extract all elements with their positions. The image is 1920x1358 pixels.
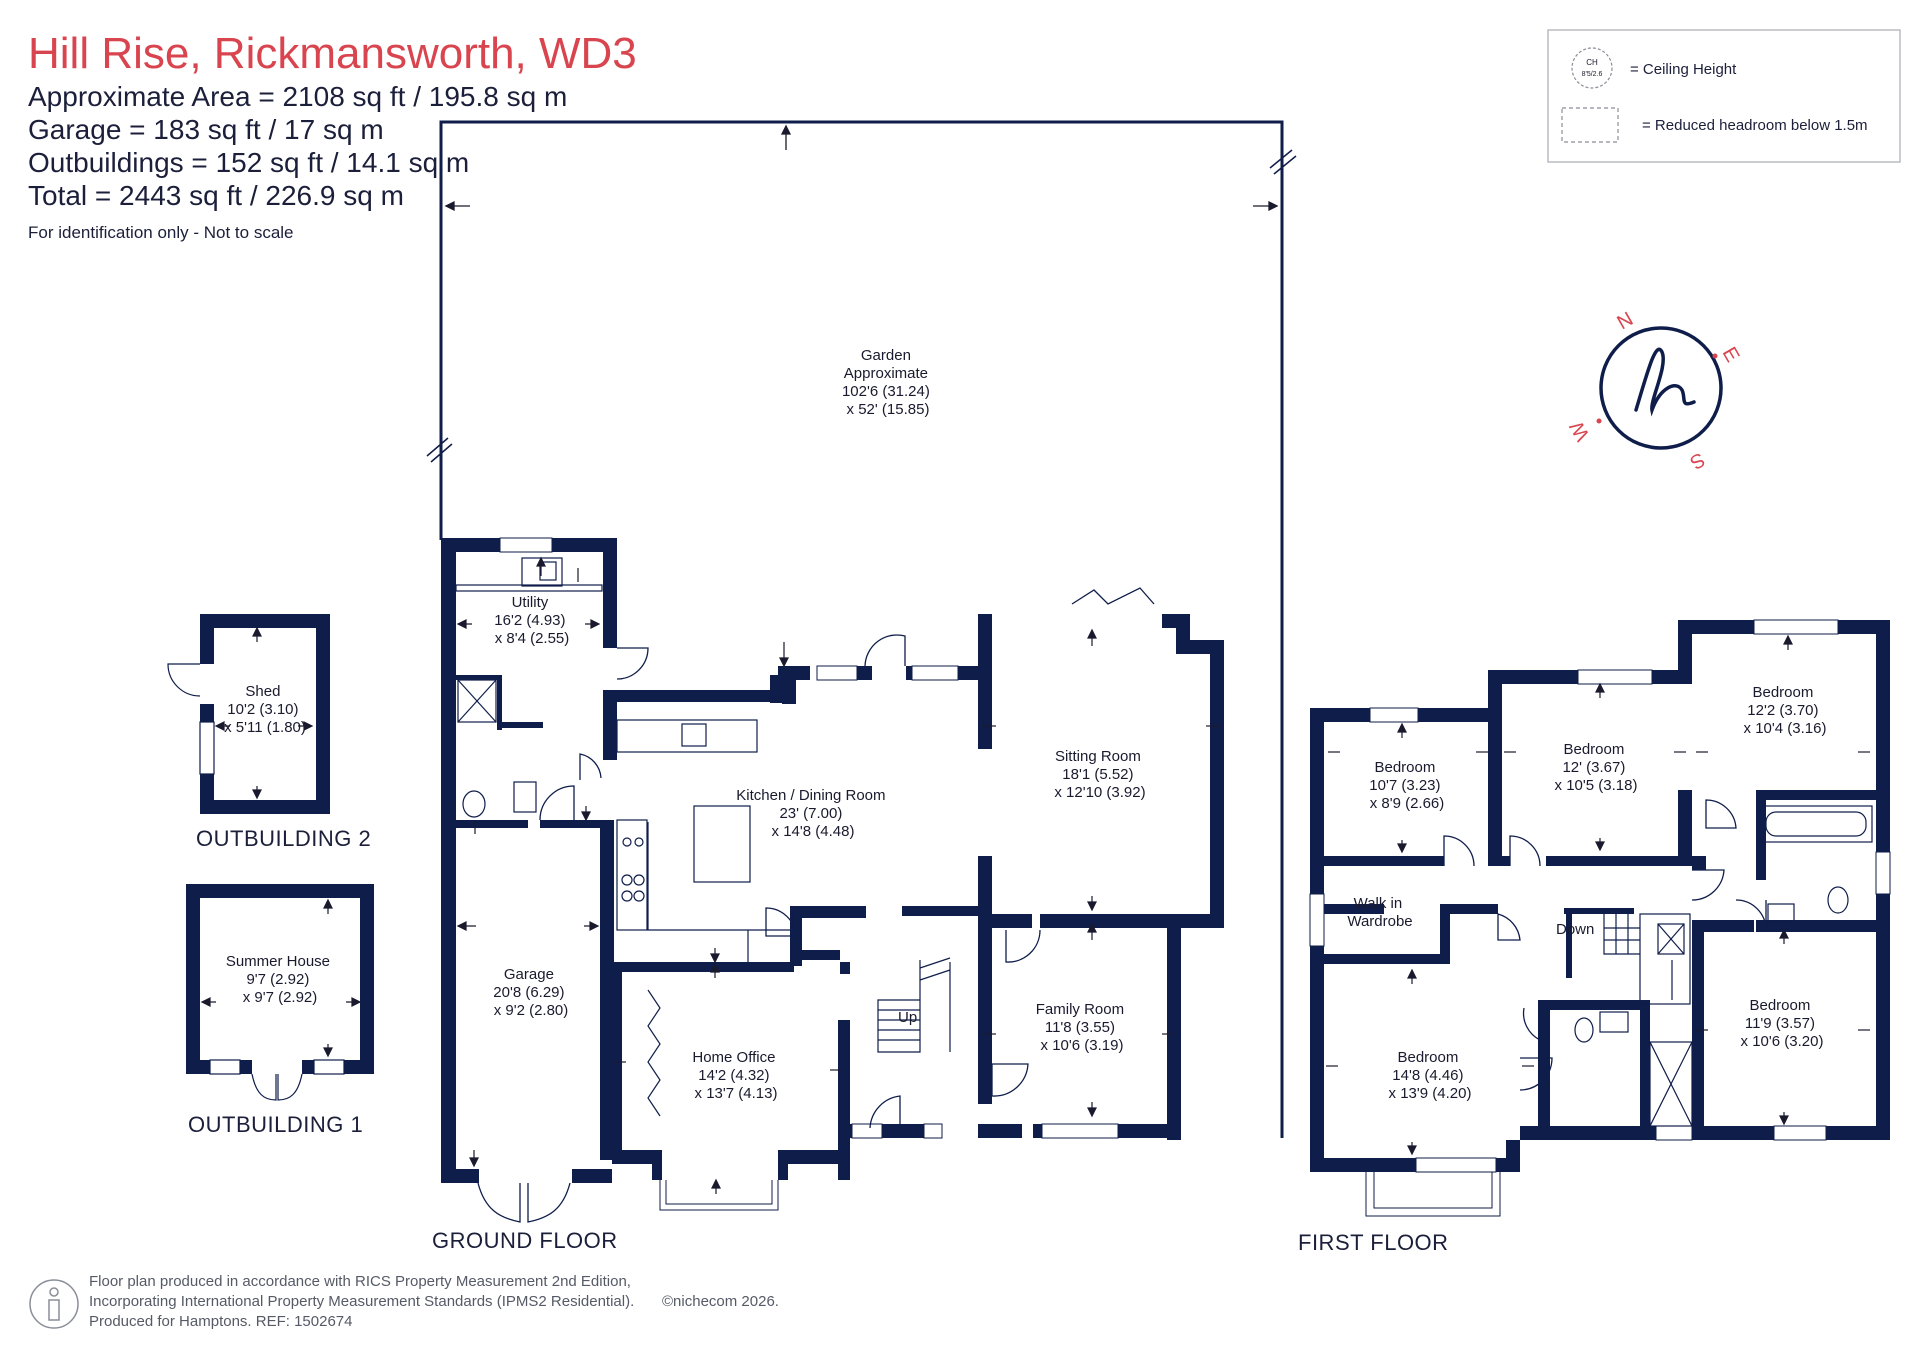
outbuilding-1-label: OUTBUILDING 1 — [188, 1112, 363, 1137]
property-title: Hill Rise, Rickmansworth, WD3 — [28, 29, 637, 78]
svg-text:8'5/2.6: 8'5/2.6 — [1582, 71, 1603, 78]
room-garage: Garage 20'8 (6.29) x 9'2 (2.80) — [493, 966, 568, 1019]
garden-label: Garden Approximate 102'6 (31.24) x 52' (… — [842, 347, 934, 418]
ceiling-height-icon — [1571, 47, 1613, 89]
area-line-outbuildings: Outbuildings = 152 sq ft / 14.1 sq m — [28, 147, 469, 178]
compass-icon: N E S W — [1566, 308, 1744, 473]
room-kitchen-dining: Kitchen / Dining Room 23' (7.00) x 14'8 … — [736, 787, 889, 840]
svg-text:W: W — [1566, 417, 1595, 444]
first-floor-dimension-arrows — [1326, 634, 1870, 1156]
room-bedroom-2: Bedroom 12' (3.67) x 10'5 (3.18) — [1555, 741, 1638, 794]
footer-line-1: Floor plan produced in accordance with R… — [89, 1273, 631, 1290]
footer-line-3: Produced for Hamptons. REF: 1502674 — [89, 1313, 352, 1330]
room-utility: Utility 16'2 (4.93) x 8'4 (2.55) — [494, 594, 569, 647]
room-walk-in-wardrobe: Walk in Wardrobe — [1347, 895, 1412, 930]
room-summer-house: Summer House 9'7 (2.92) x 9'7 (2.92) — [226, 953, 334, 1006]
outbuilding-2-label: OUTBUILDING 2 — [196, 826, 371, 851]
room-sitting: Sitting Room 18'1 (5.52) x 12'10 (3.92) — [1054, 748, 1145, 801]
first-floor-walls — [1310, 620, 1890, 1172]
first-floor-windows — [1309, 619, 1891, 1217]
not-to-scale-note: For identification only - Not to scale — [28, 223, 294, 242]
stairs-down-label: Down — [1556, 921, 1594, 938]
room-home-office: Home Office 14'2 (4.32) x 13'7 (4.13) — [692, 1049, 779, 1102]
svg-text:CH: CH — [1586, 58, 1598, 67]
area-line-total: Total = 2443 sq ft / 226.9 sq m — [28, 180, 404, 211]
first-floor-fixtures — [1574, 805, 1873, 1127]
garden-dimension-arrows — [444, 124, 1279, 212]
ground-floor-doors — [477, 587, 1155, 1223]
person-icon — [29, 1279, 79, 1329]
area-line-garage: Garage = 183 sq ft / 17 sq m — [28, 114, 384, 145]
legend: CH 8'5/2.6 = Ceiling Height = Reduced he… — [1547, 29, 1901, 163]
room-shed: Shed 10'2 (3.10) x 5'11 (1.80) — [224, 683, 306, 736]
first-floor-label: FIRST FLOOR — [1298, 1230, 1449, 1255]
ground-floor-label: GROUND FLOOR — [432, 1228, 618, 1253]
stairs-up-label: Up — [898, 1009, 917, 1026]
room-bedroom-3: Bedroom 12'2 (3.70) x 10'4 (3.16) — [1744, 684, 1827, 737]
shed-door — [167, 663, 201, 697]
summer-house-door — [251, 1073, 277, 1101]
first-floor-doors — [1443, 799, 1767, 1091]
legend-reduced-headroom: = Reduced headroom below 1.5m — [1642, 117, 1868, 134]
svg-text:S: S — [1686, 448, 1709, 474]
legend-ceiling-height: = Ceiling Height — [1630, 61, 1737, 78]
reduced-headroom-icon — [1561, 107, 1619, 143]
ground-floor-dimension-arrows — [456, 556, 1220, 1194]
room-bedroom-5: Bedroom 11'9 (3.57) x 10'6 (3.20) — [1741, 997, 1824, 1050]
room-bedroom-4: Bedroom 14'8 (4.46) x 13'9 (4.20) — [1389, 1049, 1472, 1102]
ground-floor-windows — [499, 537, 1119, 1211]
footer-copyright: ©nichecom 2026. — [662, 1293, 779, 1310]
footer-line-2: Incorporating International Property Mea… — [89, 1293, 634, 1310]
area-line-approx: Approximate Area = 2108 sq ft / 195.8 sq… — [28, 81, 567, 112]
ground-floor-fixtures — [455, 557, 951, 1117]
svg-text:E: E — [1718, 344, 1744, 367]
room-family: Family Room 11'8 (3.55) x 10'6 (3.19) — [1036, 1001, 1129, 1054]
svg-text:N: N — [1614, 308, 1638, 334]
outbuilding-1-walls — [186, 884, 374, 1074]
room-bedroom-1: Bedroom 10'7 (3.23) x 8'9 (2.66) — [1369, 759, 1444, 812]
garden-boundary — [426, 120, 1297, 1138]
